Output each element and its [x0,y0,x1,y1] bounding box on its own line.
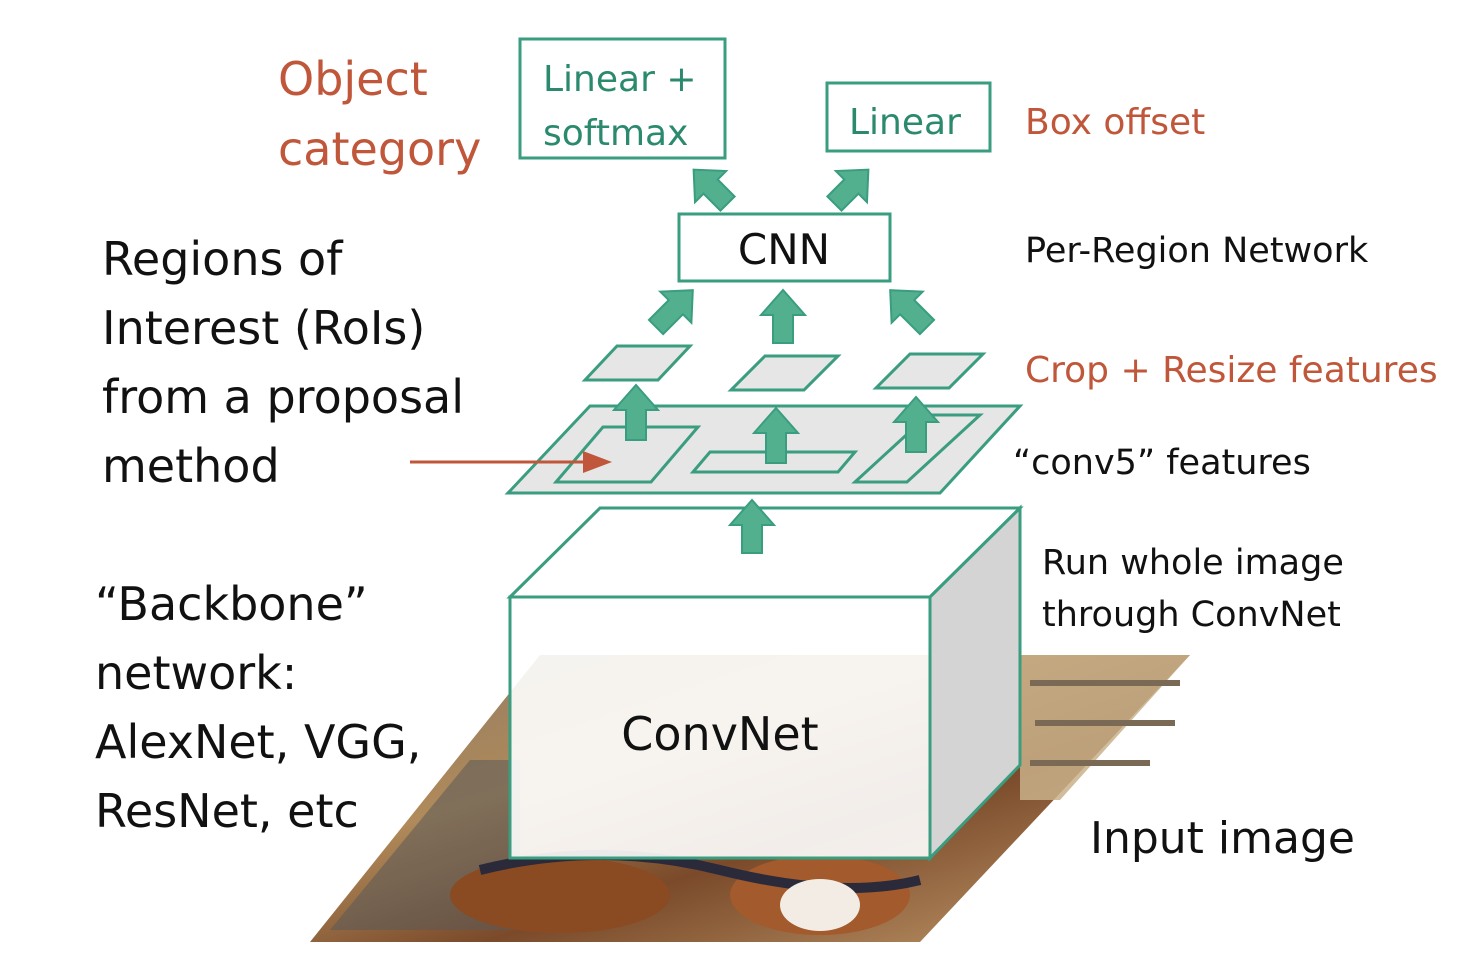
object-category-line1: Object [278,52,428,106]
per-region-network-label: Per-Region Network [1025,231,1369,271]
convnet-box: ConvNet [506,504,1024,862]
roi-pointer-arrow [410,451,612,473]
arrow-into-cnn-left [647,289,694,336]
rois-line2: Interest (RoIs) [102,301,425,355]
linear-box [825,81,992,153]
box-offset-label: Box offset [1025,102,1205,143]
up-arrow-roi-middle [751,406,801,464]
backbone-line4: ResNet, etc [95,784,359,838]
rois-line3: from a proposal [102,370,464,424]
input-image-label: Input image [1090,813,1355,864]
object-category-line2: category [278,122,481,176]
arrow-to-softmax [692,168,737,213]
roi-box-right [851,413,984,484]
run-whole-image-line1: Run whole image [1042,543,1344,583]
up-arrow-roi-right [891,395,941,453]
backbone-line1: “Backbone” [95,577,368,631]
conv5-feature-plane [504,404,1024,495]
crop-feature-middle [727,354,842,392]
rois-line4: method [102,439,280,493]
linear-label: Linear [849,102,961,143]
arrow-to-linear [825,168,870,213]
crop-resize-label: Crop + Resize features [1025,350,1438,391]
roi-box-left [552,425,702,484]
arrow-into-cnn-middle [758,288,808,344]
convnet-label: ConvNet [621,707,818,761]
backbone-line2: network: [95,646,297,700]
linear-softmax-line2: softmax [543,113,688,154]
arrow-into-cnn-right [889,289,936,336]
cnn-box [677,212,892,283]
crop-feature-right [872,352,987,390]
conv5-features-label: “conv5” features [1013,443,1311,483]
crop-feature-left [581,344,694,382]
linear-softmax-box [518,37,727,160]
up-arrow-roi-left [611,383,661,441]
up-arrow-convnet [727,498,777,554]
run-whole-image-line2: through ConvNet [1042,595,1341,635]
rois-line1: Regions of [102,232,344,286]
roi-box-middle [689,450,859,474]
backbone-line3: AlexNet, VGG, [95,715,421,769]
linear-softmax-line1: Linear + [543,59,697,100]
cnn-label: CNN [738,225,830,274]
